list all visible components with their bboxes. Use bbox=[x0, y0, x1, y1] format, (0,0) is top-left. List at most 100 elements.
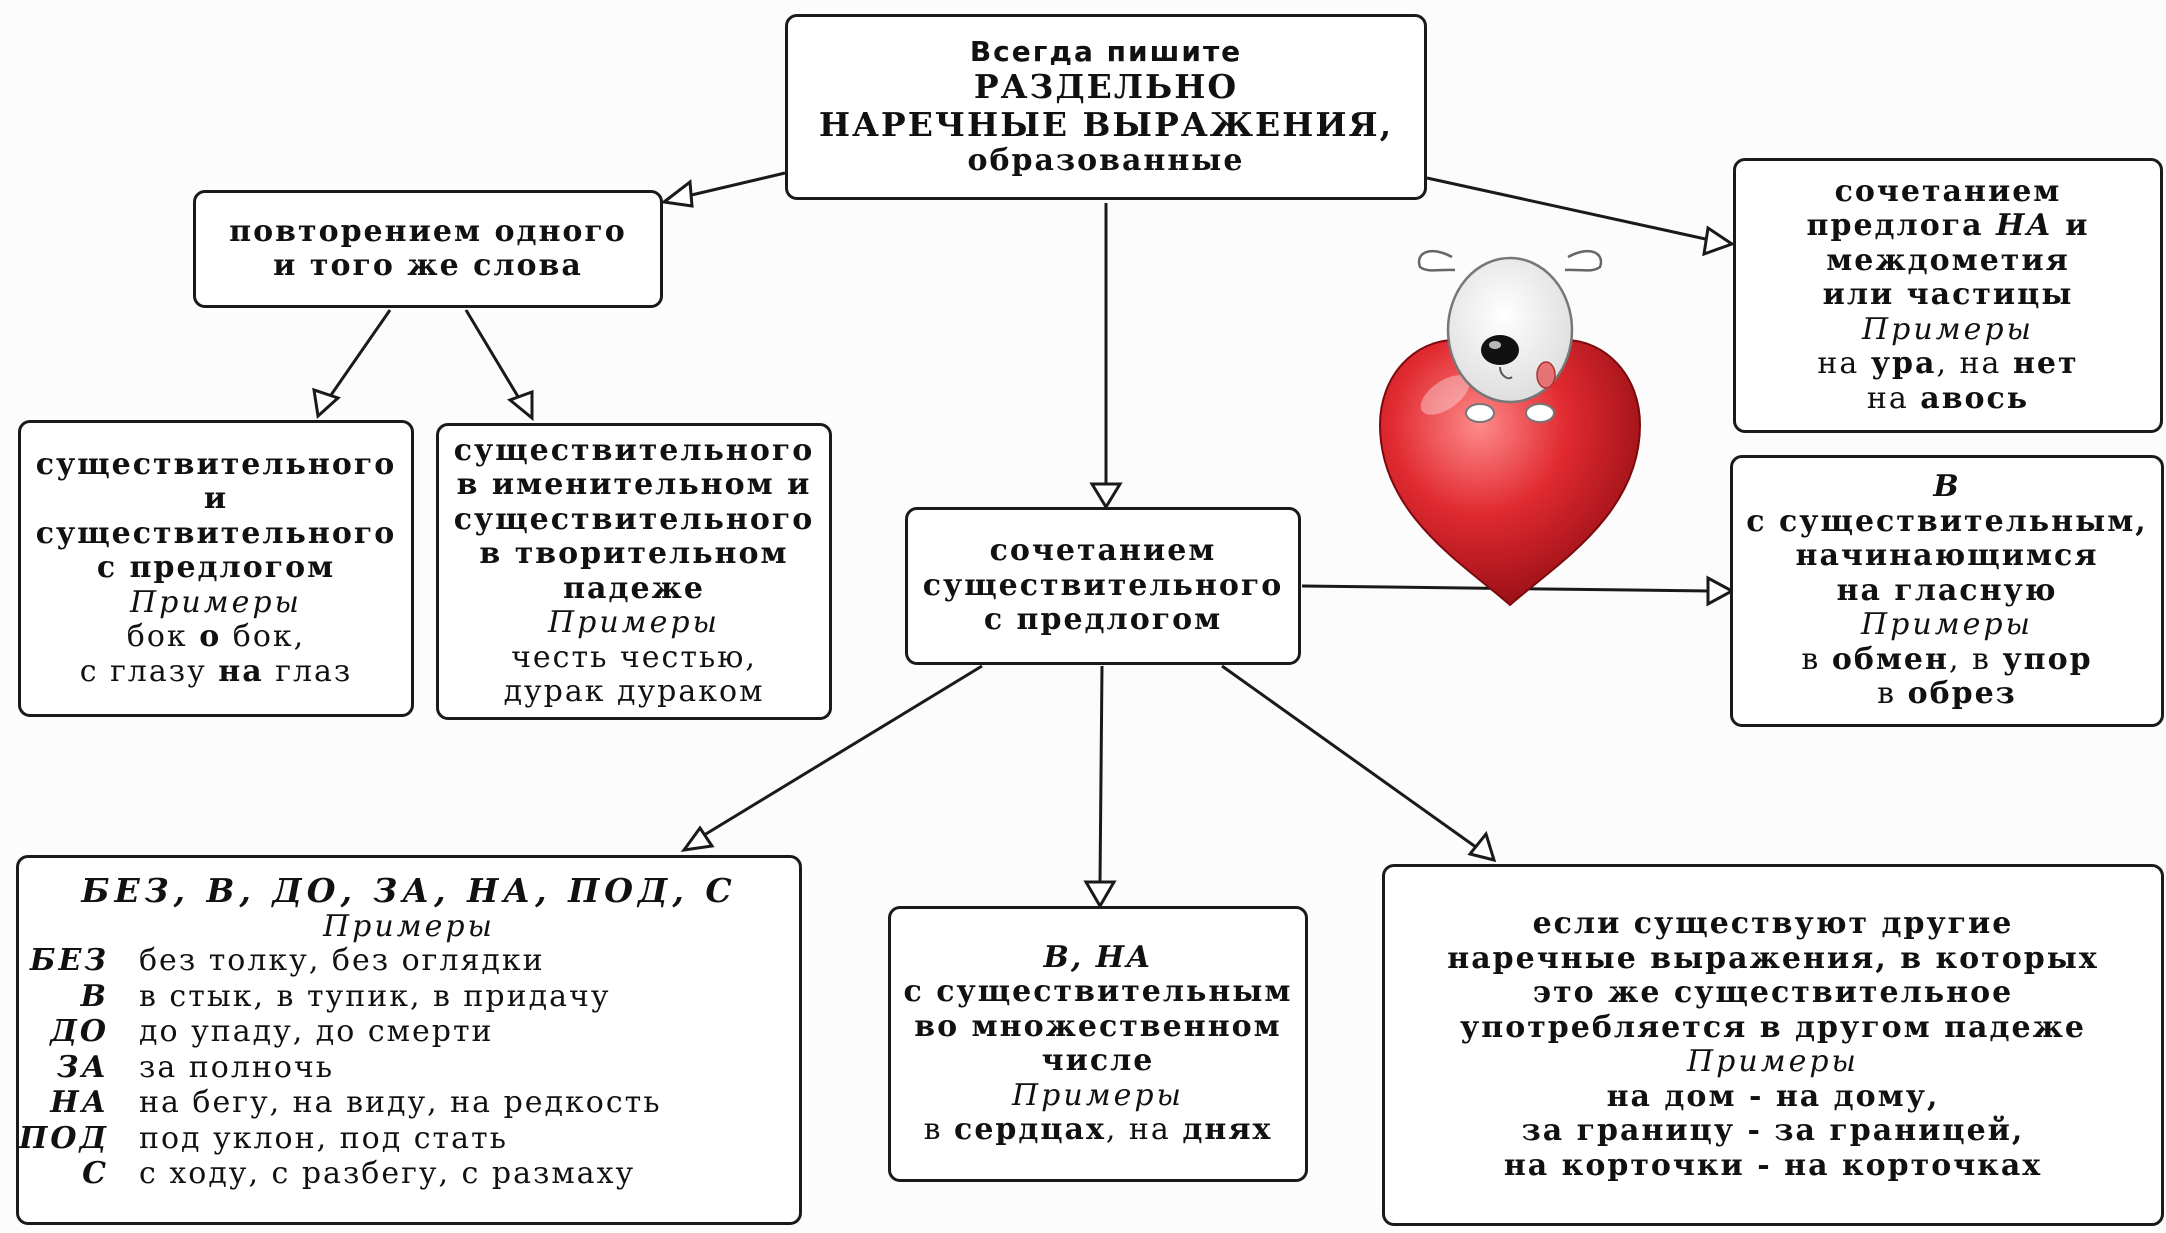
preposition-key: В bbox=[80, 978, 109, 1014]
preposition-key: ЗА bbox=[56, 1049, 109, 1085]
other-case-l1: если существуют другие bbox=[1532, 906, 2014, 941]
na-interj-ex2: на авось bbox=[1866, 380, 2030, 417]
ex-text: в bbox=[923, 1112, 955, 1147]
ex-text: на bbox=[1866, 380, 1921, 416]
na-interj-ex1: на ура, на нет bbox=[1817, 347, 2078, 382]
na-interjection-box: сочетанием предлога НА и междометия или … bbox=[1733, 158, 2163, 433]
center-line3: с предлогом bbox=[983, 602, 1223, 638]
v-vowel-l2: начинающимся bbox=[1795, 538, 2099, 574]
root-line4: образованные bbox=[967, 142, 1245, 178]
na-interj-l4: или частицы bbox=[1822, 277, 2074, 313]
other-case-ex3: на корточки - на корточках bbox=[1503, 1147, 2043, 1183]
ex-highlight: днях bbox=[1182, 1112, 1273, 1147]
na-interj-text: предлога bbox=[1806, 208, 1996, 244]
examples-label: Примеры bbox=[1862, 311, 2034, 347]
ex-highlight: авось bbox=[1920, 380, 2030, 416]
ex-text: в bbox=[1801, 641, 1832, 677]
preposition-key: БЕЗ bbox=[29, 943, 109, 979]
noun-prep-pair-box: существительного и существительного с пр… bbox=[18, 420, 414, 717]
ex-text: бок, bbox=[221, 619, 306, 655]
examples-label: Примеры bbox=[548, 605, 720, 640]
examples-label: Примеры bbox=[1012, 1077, 1184, 1113]
examples-label: Примеры bbox=[1861, 607, 2033, 643]
noun-prep-pair-ex2: с глазу на глаз bbox=[79, 653, 353, 690]
preposition-examples: до упаду, до смерти bbox=[139, 1014, 494, 1050]
preposition-key: НА bbox=[50, 1085, 109, 1121]
plural-l2: во множественном bbox=[914, 1008, 1282, 1044]
examples-label: Примеры bbox=[1687, 1044, 1859, 1079]
repeat-box: повторением одного и того же слова bbox=[193, 190, 663, 308]
ex-text: , на bbox=[1105, 1112, 1183, 1147]
puppy-icon bbox=[1417, 249, 1603, 423]
center-line2: существительного bbox=[922, 567, 1284, 603]
ex-highlight: нет bbox=[2012, 346, 2079, 382]
ex-text: , на bbox=[1936, 346, 2013, 382]
na-interj-text: и bbox=[2052, 208, 2090, 244]
v-vowel-ex2: в обрез bbox=[1877, 677, 2017, 712]
repeat-line1: повторением одного bbox=[229, 213, 627, 249]
preposition-examples: с ходу, с разбегу, с размаху bbox=[139, 1156, 636, 1192]
plural-title: В, НА bbox=[1043, 939, 1153, 975]
root-line3: НАРЕЧНЫЕ ВЫРАЖЕНИЯ, bbox=[818, 104, 1394, 144]
plural-l3: числе bbox=[1041, 1043, 1155, 1078]
noun-case-pair-l2: в именительном и bbox=[456, 467, 812, 502]
other-case-box: если существуют другие наречные выражени… bbox=[1382, 864, 2164, 1226]
ex-text: бок bbox=[126, 619, 200, 655]
other-case-l2: наречные выражения, в которых bbox=[1447, 940, 2099, 976]
preposition-examples: в стык, в тупик, в придачу bbox=[139, 978, 611, 1014]
preposition-key: С bbox=[82, 1156, 109, 1192]
prepositions-box: БЕЗ, В, ДО, ЗА, НА, ПОД, С Примеры БЕЗ бе… bbox=[16, 855, 802, 1225]
ex-text: глаз bbox=[263, 653, 353, 689]
noun-prep-pair-l1: существительного bbox=[35, 446, 397, 482]
prepositions-title: БЕЗ, В, ДО, ЗА, НА, ПОД, С bbox=[81, 871, 737, 910]
center-line1: сочетанием bbox=[989, 533, 1217, 569]
noun-prep-pair-ex1: бок о бок, bbox=[127, 620, 305, 655]
ex-highlight: о bbox=[199, 619, 222, 655]
noun-case-pair-l4: в творительном bbox=[479, 536, 789, 571]
ex-text: на bbox=[1817, 346, 1871, 382]
v-vowel-l3: на гласную bbox=[1836, 572, 2058, 608]
center-box: сочетанием существительного с предлогом bbox=[905, 507, 1301, 665]
plural-ex1: в сердцах, на днях bbox=[923, 1112, 1273, 1148]
noun-prep-pair-l3: существительного bbox=[35, 515, 397, 551]
noun-case-pair-l1: существительного bbox=[453, 432, 815, 468]
noun-case-pair-l3: существительного bbox=[453, 501, 815, 537]
ex-highlight: обмен bbox=[1831, 641, 1949, 677]
plural-box: В, НА с существительным во множественном… bbox=[888, 906, 1308, 1182]
ex-text: в bbox=[1877, 676, 1908, 712]
other-case-ex1: на дом - на дому, bbox=[1606, 1078, 1940, 1114]
preposition-examples: без толку, без оглядки bbox=[139, 943, 545, 979]
ex-highlight: обрез bbox=[1907, 676, 2017, 712]
ex-highlight: ура bbox=[1870, 346, 1937, 382]
na-interj-l2: предлога НА и bbox=[1807, 209, 2090, 244]
other-case-ex2: за границу - за границей, bbox=[1521, 1113, 2025, 1148]
noun-prep-pair-l4: с предлогом bbox=[96, 550, 336, 586]
preposition-examples: на бегу, на виду, на редкость bbox=[139, 1085, 662, 1121]
repeat-line2: и того же слова bbox=[273, 248, 583, 283]
root-line1: Всегда пишите bbox=[969, 34, 1243, 68]
na-interj-l3: междометия bbox=[1826, 242, 2070, 278]
noun-prep-pair-l2: и bbox=[203, 481, 229, 517]
preposition-examples: под уклон, под стать bbox=[139, 1120, 508, 1156]
ex-text: , в bbox=[1948, 641, 2003, 677]
ex-highlight: на bbox=[218, 653, 264, 689]
na-interj-l1: сочетанием bbox=[1834, 173, 2062, 209]
v-vowel-ex1: в обмен, в упор bbox=[1801, 641, 2093, 678]
plural-l1: с существительным bbox=[903, 974, 1293, 1009]
v-vowel-l1: с существительным, bbox=[1746, 503, 2148, 539]
preposition-examples: за полночь bbox=[139, 1049, 335, 1085]
root-box: Всегда пишите РАЗДЕЛЬНО НАРЕЧНЫЕ ВЫРАЖЕН… bbox=[785, 14, 1427, 200]
noun-case-pair-ex1: честь честью, bbox=[511, 639, 757, 675]
noun-case-pair-box: существительного в именительном и сущест… bbox=[436, 423, 832, 720]
noun-case-pair-ex2: дурак дураком bbox=[503, 674, 765, 709]
v-vowel-title: В bbox=[1933, 469, 1961, 505]
preposition-key: ПОД bbox=[19, 1120, 110, 1156]
examples-label: Примеры bbox=[323, 908, 495, 944]
ex-highlight: упор bbox=[2002, 641, 2093, 677]
v-vowel-box: В с существительным, начинающимся на гла… bbox=[1730, 455, 2164, 727]
ex-highlight: сердцах bbox=[954, 1112, 1106, 1147]
noun-case-pair-l5: падеже bbox=[563, 570, 705, 606]
root-line2: РАЗДЕЛЬНО bbox=[973, 66, 1239, 106]
ex-text: с глазу bbox=[79, 653, 219, 689]
